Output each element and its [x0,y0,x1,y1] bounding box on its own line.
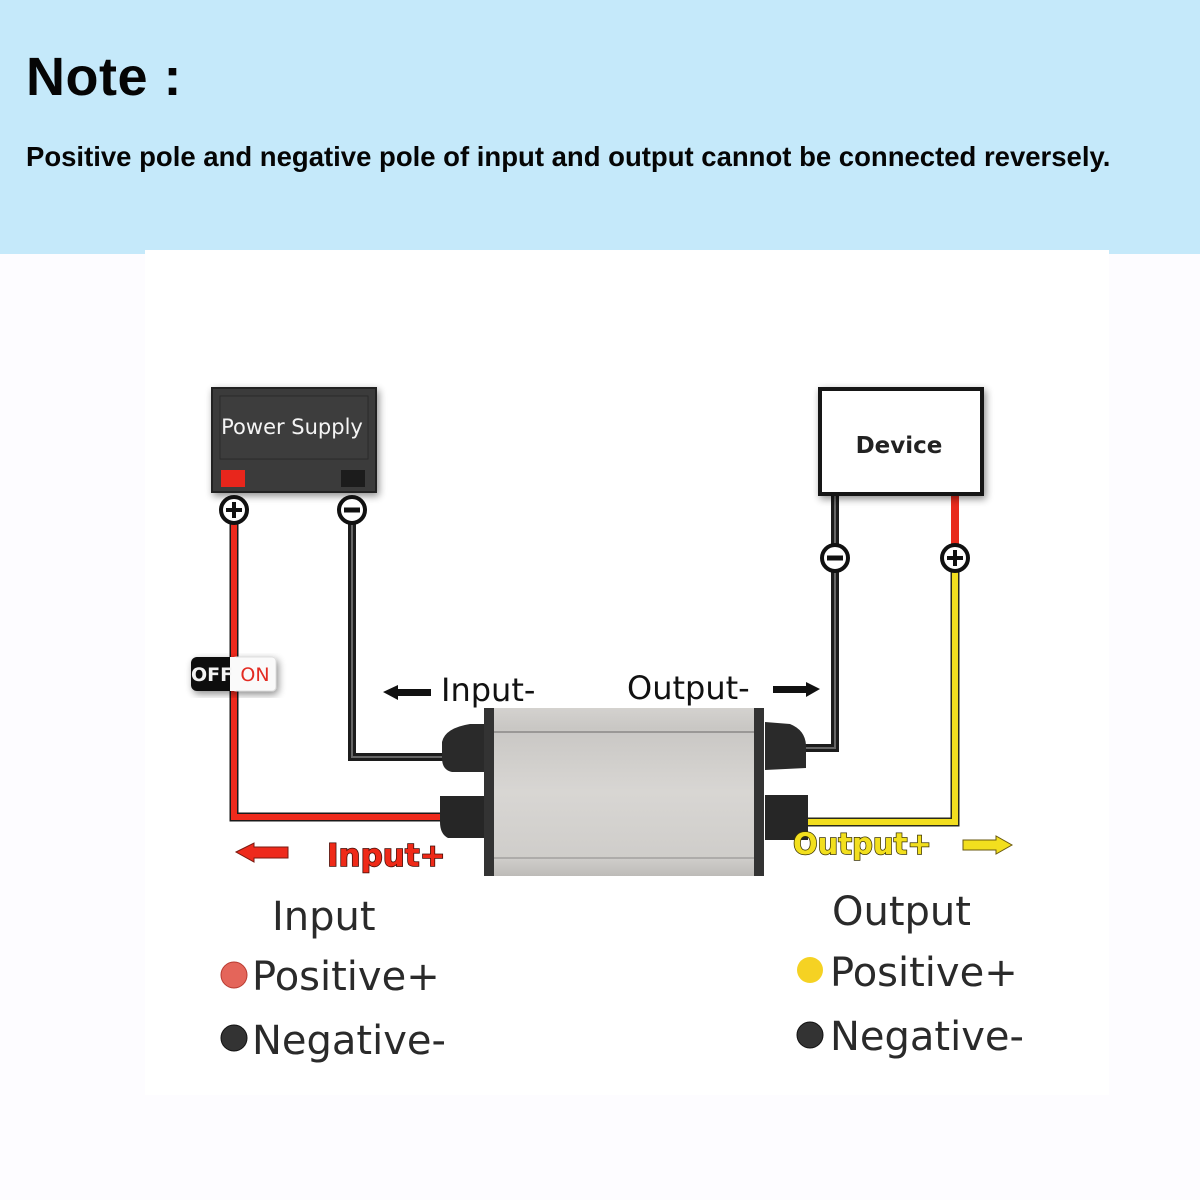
wire-output-negative [770,494,839,752]
arrow-right-icon [773,682,820,697]
output-plus-label: Output+ [793,827,932,861]
plus-terminal-icon [219,495,249,525]
wire-input-positive [229,520,470,822]
device [818,387,984,496]
legend-output-negative-dot [796,1021,824,1049]
output-minus-label: Output- [627,669,750,707]
note-title: Note : [26,47,182,107]
power-supply-label: Power Supply [221,415,363,439]
input-minus-label: Input- [441,671,535,709]
plus-terminal-icon [940,543,970,573]
legend-input-positive-label: Positive+ [252,954,440,1000]
wire-input-negative [348,520,470,761]
wire-output-positive [785,494,960,827]
converter-module [440,708,808,876]
negative-terminal-block [341,470,365,487]
minus-terminal-icon [820,543,850,573]
legend-input-positive-dot [220,961,248,989]
legend-input-title: Input [272,894,376,940]
power-supply [211,387,377,493]
switch-off-label: OFF [191,664,233,686]
legend-input-negative-label: Negative- [252,1018,446,1064]
power-switch[interactable] [191,656,277,692]
legend-output-positive-label: Positive+ [830,950,1018,996]
legend-output-title: Output [832,889,971,935]
note-banner: Note : Positive pole and negative pole o… [0,0,1200,254]
input-plus-label: Input+ [327,838,446,874]
device-label: Device [856,433,943,459]
minus-terminal-icon [337,495,367,525]
legend-input-negative-dot [220,1024,248,1052]
note-text: Positive pole and negative pole of input… [26,141,1111,172]
legend-output-positive-dot [797,957,823,983]
switch-on-label: ON [240,664,269,686]
legend-output-negative-label: Negative- [830,1014,1024,1060]
arrow-left-icon [383,685,431,700]
arrow-left-red-icon [234,842,289,863]
arrow-right-yellow-icon [962,835,1014,855]
positive-terminal-block [221,470,245,487]
